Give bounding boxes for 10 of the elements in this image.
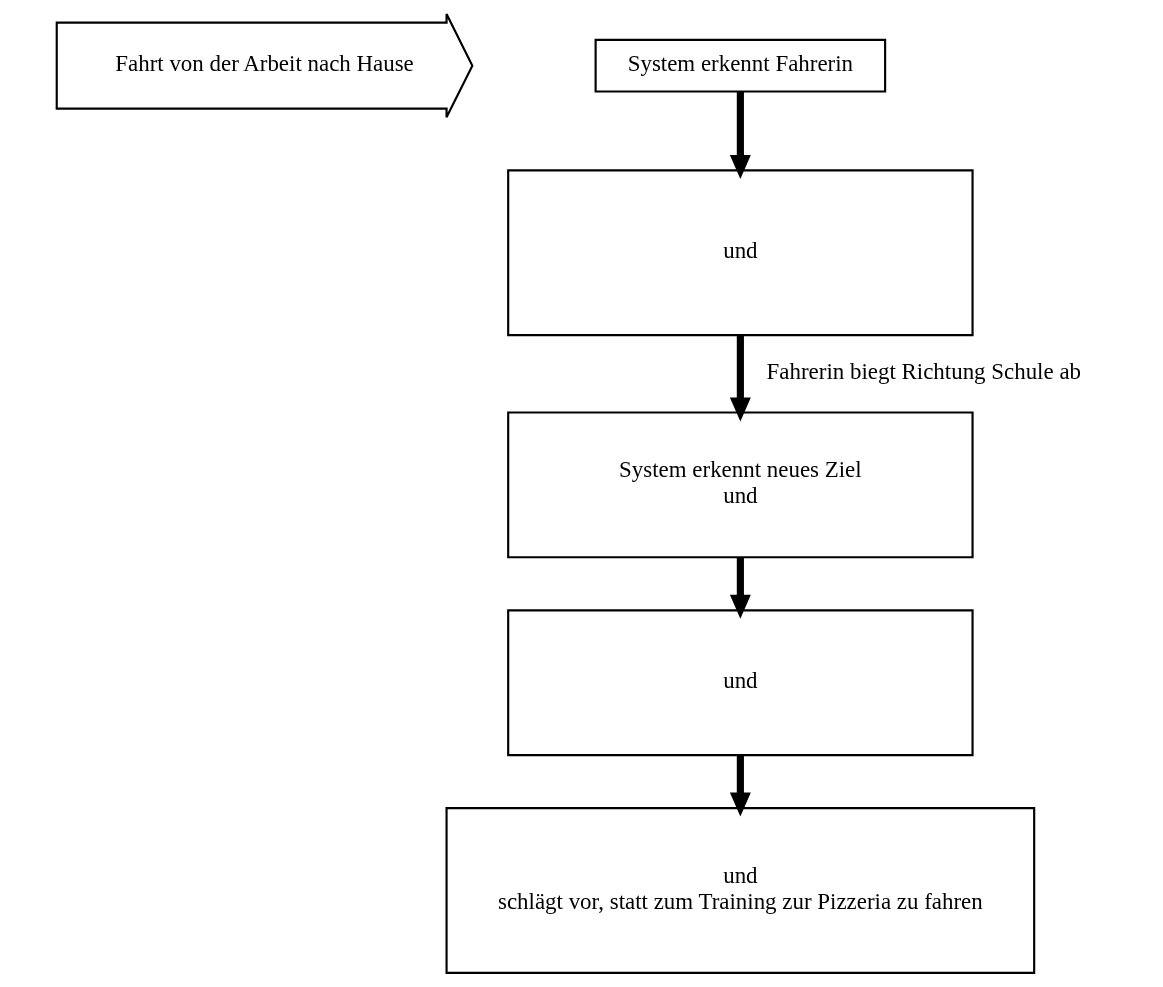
node-box: System erkennt neues Ziel und xyxy=(506,411,974,559)
arrow xyxy=(729,557,751,619)
node-box: und xyxy=(506,169,974,337)
arrow xyxy=(729,91,751,179)
node-box: System erkennt Fahrerin xyxy=(594,38,886,93)
node-box: und xyxy=(506,609,974,757)
node-box: und schlägt vor, statt zum Training zur Pizzeria zu fahren xyxy=(445,807,1035,974)
edge-label: Fahrerin biegt Richtung Schule ab xyxy=(766,359,1081,385)
arrow xyxy=(729,755,751,817)
arrow xyxy=(729,335,751,422)
